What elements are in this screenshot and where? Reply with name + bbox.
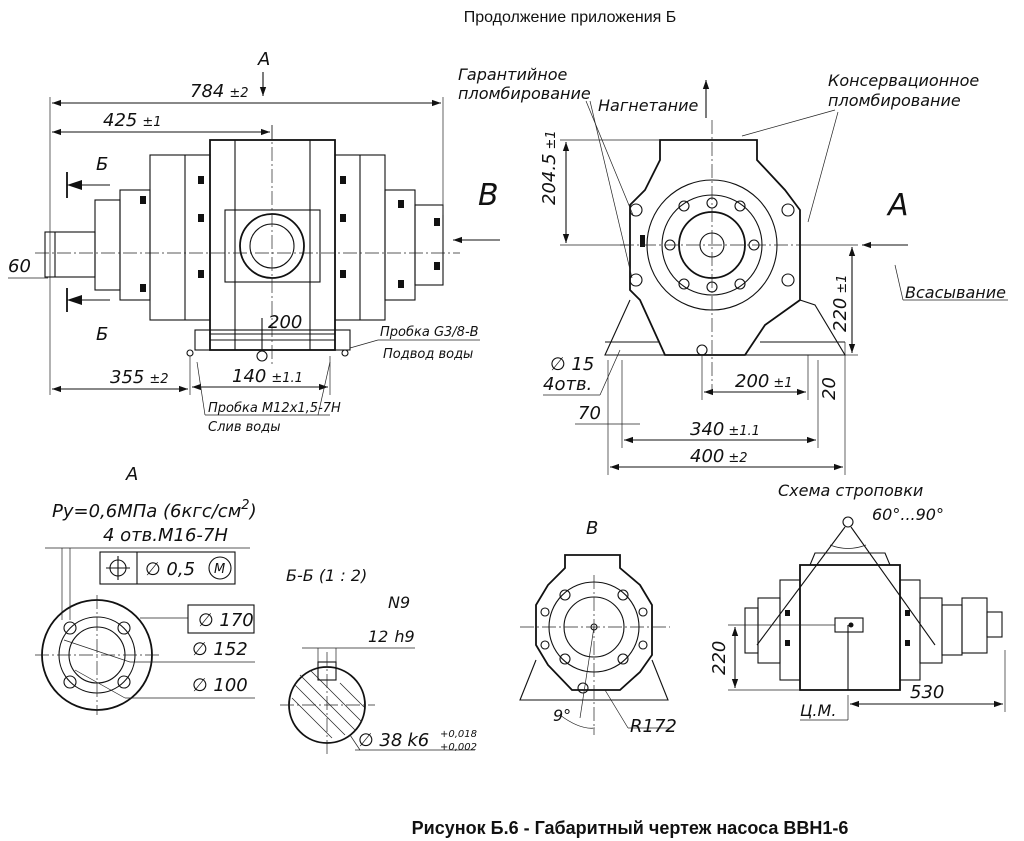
flange-dia-inner: 100 (213, 675, 247, 696)
flange-modifier: M (214, 562, 225, 577)
svg-text:∅ 100: ∅ 100 (192, 675, 248, 696)
dim-overall-length: 784 (190, 81, 224, 102)
label-guarantee-seal-1: Гарантийное (458, 65, 568, 84)
view-v-detail: В 9° R172 (519, 518, 677, 737)
section-key-width: 12 (368, 627, 388, 646)
note-plug-water-in-1: Пробка G3/8-В (380, 325, 479, 340)
flange-pressure-close: ) (248, 501, 257, 522)
rigging-scheme: Схема строповки 60°...90° 220 530 (709, 481, 1006, 721)
flange-detail: А Ру=0,6МПа (6кгс/см2) 4 отв.М16-7Н ∅ 0,… (35, 464, 257, 715)
dim-hole-spacing: 200 (735, 371, 769, 392)
rigging-height: 220 (709, 641, 730, 675)
dim-hole-diameter: 15 (571, 354, 594, 375)
dim-height-top-tol: ±1 (544, 130, 559, 149)
section-tol-upper: +0,018 (440, 729, 477, 740)
label-discharge: Нагнетание (598, 96, 699, 115)
view-v-radius: R172 (630, 716, 677, 737)
svg-text:∅ 170: ∅ 170 (198, 610, 254, 631)
flange-pressure: Ру=0,6МПа (6кгс/см (52, 501, 241, 522)
label-conservation-seal-1: Консервационное (828, 71, 979, 90)
svg-text:Ру=0,6МПа (6кгс/см2): Ру=0,6МПа (6кгс/см2) (52, 498, 257, 522)
flange-dia-bolt-circle: 152 (213, 639, 247, 660)
note-plug-water-in-2: Подвод воды (383, 347, 473, 362)
rigging-mass-center: Ц.М. (800, 701, 836, 720)
svg-text:784±2: 784 ±2 (190, 81, 249, 102)
dim-width-outer: 400 (690, 446, 724, 467)
view-a-label-front: A (257, 49, 270, 70)
section-shaft-size: 38 (379, 730, 402, 751)
dim-left-offset: 355 (110, 367, 144, 388)
dim-shaft-diameter: 60 (8, 256, 31, 277)
dim-axis-height-tol: ±1 (835, 274, 850, 293)
note-plug-drain-1: Пробка М12х1,5-7Н (208, 401, 341, 416)
svg-text:∅ 0,5: ∅ 0,5 (145, 559, 195, 580)
side-view: Гарантийное пломбирование Нагнетание Кон… (458, 65, 1008, 475)
svg-text:140±1.1: 140 ±1.1 (232, 366, 303, 387)
rigging-angle: 60°...90° (872, 505, 944, 524)
svg-text:425±1: 425 ±1 (103, 110, 162, 131)
section-title: Б-Б (1 : 2) (286, 566, 367, 585)
section-fit-n9: N9 (388, 593, 410, 612)
svg-text:∅ 152: ∅ 152 (192, 639, 248, 660)
svg-text:340±1.1: 340 ±1.1 (690, 419, 760, 440)
note-plug-drain-2: Слив воды (208, 420, 281, 435)
dim-foot-tol: ±1.1 (271, 371, 303, 386)
label-guarantee-seal-2: пломбирование (458, 84, 591, 103)
dim-overall-tol: ±2 (229, 86, 248, 101)
page-header: Продолжение приложения Б (464, 9, 677, 26)
view-v-angle: 9° (553, 706, 571, 725)
dim-width-outer-tol: ±2 (728, 451, 747, 466)
section-key-fit: h9 (394, 627, 414, 646)
dim-width-inner-tol: ±1.1 (728, 424, 760, 439)
dim-hole-count: 4отв. (543, 374, 592, 395)
view-v-detail-title: В (586, 518, 598, 539)
dim-base-length: 200 (268, 312, 302, 333)
dim-base-thickness: 20 (819, 377, 840, 400)
view-v-label: В (478, 178, 499, 213)
flange-position-tol: 0,5 (166, 559, 195, 580)
dim-axis-height: 220 (830, 298, 851, 332)
label-conservation-seal-2: пломбирование (828, 91, 961, 110)
dim-height-top: 204.5 (539, 153, 560, 205)
label-suction: Всасывание (905, 283, 1006, 302)
figure-caption: Рисунок Б.6 - Габаритный чертеж насоса В… (412, 818, 849, 838)
section-mark-bottom: Б (96, 324, 108, 345)
svg-text:∅ 15: ∅ 15 (550, 354, 594, 375)
svg-text:204.5±1: 204.5 ±1 (539, 130, 560, 205)
view-a-label-side: A (886, 188, 909, 223)
dim-half-length: 425 (103, 110, 137, 131)
dim-edge-offset: 70 (578, 403, 601, 424)
flange-dia-outer: 170 (219, 610, 253, 631)
front-view-body (35, 125, 460, 365)
dim-foot-spacing: 140 (232, 366, 266, 387)
rigging-length: 530 (910, 682, 944, 703)
dim-width-inner: 340 (690, 419, 724, 440)
flange-holes: 4 отв.М16-7Н (103, 525, 228, 546)
svg-text:220±1: 220±1 (830, 274, 851, 332)
dim-hole-spacing-tol: ±1 (773, 376, 792, 391)
front-view: A 784 ±2 425 ±1 Б Б В 60 200 140 ±1.1 (8, 49, 500, 435)
svg-text:355±2: 355 ±2 (110, 367, 169, 388)
flange-detail-title: А (125, 464, 138, 485)
dim-left-offset-tol: ±2 (149, 372, 168, 387)
section-tol-lower: +0,002 (440, 742, 477, 753)
svg-text:400±2: 400 ±2 (690, 446, 748, 467)
svg-text:200±1: 200 ±1 (735, 371, 793, 392)
section-mark-top: Б (96, 154, 108, 175)
side-view-body (604, 120, 846, 390)
dim-half-tol: ±1 (142, 115, 161, 130)
flange-pressure-exponent: 2 (241, 498, 249, 513)
rigging-title: Схема строповки (778, 481, 923, 500)
section-shaft-fit: k6 (407, 730, 429, 751)
